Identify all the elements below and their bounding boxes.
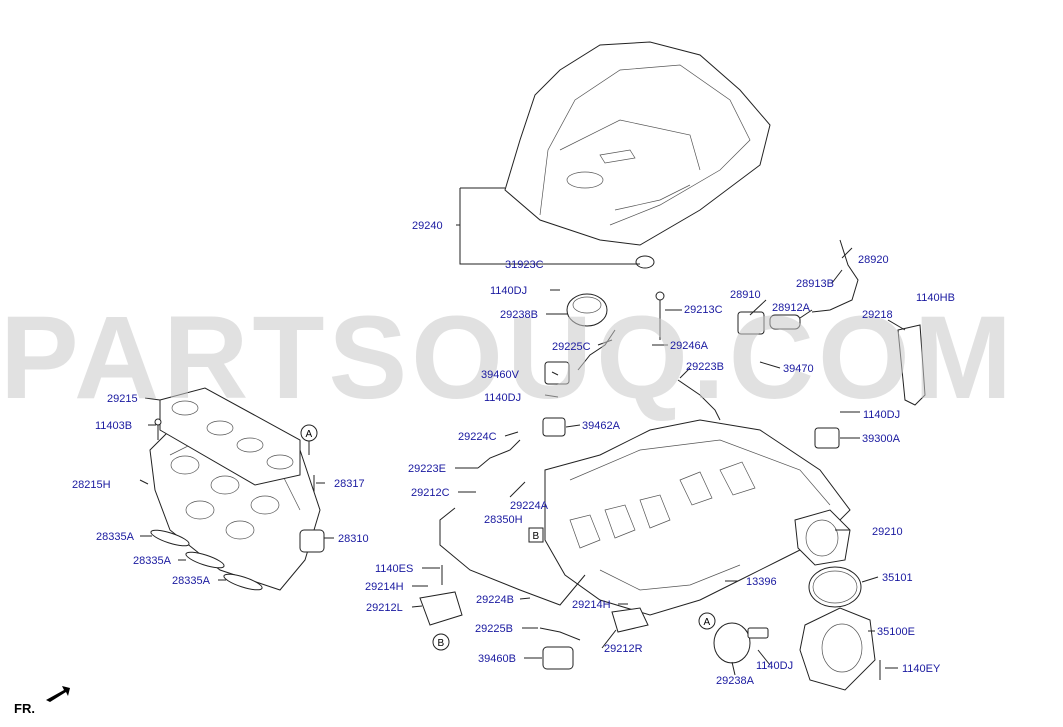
part-label[interactable]: 28913B (796, 278, 834, 290)
o-ring (808, 566, 862, 608)
direction-label: FR. (14, 701, 35, 716)
part-label[interactable]: 28335A (133, 555, 172, 567)
part-label[interactable]: 29246A (670, 340, 709, 352)
part-label[interactable]: 29213C (684, 304, 723, 316)
leader-lines (139, 187, 906, 676)
part-label[interactable]: 1140ES (375, 563, 413, 575)
part-label[interactable]: 31923C (505, 259, 544, 271)
ref-marker-a1: A (306, 429, 313, 440)
part-label[interactable]: 28317 (334, 478, 365, 490)
solenoid-valve-39460b (542, 646, 574, 670)
part-label[interactable]: 1140HB (916, 292, 955, 304)
reference-markers: A B B A (300, 424, 716, 651)
actuator-29238a (713, 622, 769, 664)
part-label[interactable]: 28215H (72, 479, 111, 491)
part-label[interactable]: 29212C (411, 487, 450, 499)
part-label[interactable]: 35101 (882, 572, 913, 584)
part-label[interactable]: 29210 (872, 526, 903, 538)
part-label[interactable]: 1140DJ (490, 285, 527, 297)
part-label[interactable]: 11403B (95, 420, 132, 432)
manifold-gasket (159, 387, 301, 486)
part-label[interactable]: 29225B (475, 623, 513, 635)
solenoid-valve-39460v (544, 361, 570, 385)
part-label[interactable]: 13396 (746, 576, 777, 588)
front-arrow-icon (46, 686, 70, 702)
part-label[interactable]: 29224C (458, 431, 497, 443)
part-label[interactable]: 28310 (338, 533, 369, 545)
part-label[interactable]: 39460V (481, 369, 520, 381)
part-labels: 29240 31923C 1140DJ 29238B 29213C 28910 … (72, 220, 955, 687)
vacuum-actuator-29238b (566, 293, 608, 327)
throttle-gasket (794, 509, 851, 566)
part-label[interactable]: 29224B (476, 594, 514, 606)
part-label[interactable]: 29223B (686, 361, 724, 373)
ref-marker-b2: B (438, 638, 445, 649)
part-label[interactable]: 28910 (730, 289, 761, 301)
part-label[interactable]: 28920 (858, 254, 889, 266)
part-label[interactable]: 1140DJ (863, 409, 900, 421)
part-label[interactable]: 29238A (716, 675, 755, 687)
watermark: PARTSOUQ.COM (0, 292, 1016, 424)
bolts (154, 291, 881, 680)
sensor-39462a (542, 417, 566, 437)
part-label[interactable]: 29238B (500, 309, 538, 321)
part-label[interactable]: 29218 (862, 309, 893, 321)
sensor-39300a (814, 427, 840, 449)
bracket-29218 (897, 324, 926, 406)
ref-circle-b2 (432, 633, 450, 651)
throttle-body (799, 607, 876, 691)
part-label[interactable]: 28912A (772, 302, 811, 314)
part-label[interactable]: 29215 (107, 393, 138, 405)
part-label[interactable]: 39460B (478, 653, 516, 665)
part-label[interactable]: 29223E (408, 463, 446, 475)
engine-cover (504, 41, 771, 246)
hoses (439, 239, 859, 641)
part-label[interactable]: 29212L (366, 602, 403, 614)
part-label[interactable]: 29214H (572, 599, 611, 611)
part-label[interactable]: 1140DJ (756, 660, 793, 672)
part-label[interactable]: 39462A (582, 420, 621, 432)
part-label[interactable]: 29212R (604, 643, 643, 655)
part-label[interactable]: 29240 (412, 220, 443, 232)
part-label[interactable]: 39300A (862, 433, 901, 445)
part-label[interactable]: 29214H (365, 581, 404, 593)
ref-marker-a2: A (704, 617, 711, 628)
part-label[interactable]: 1140EY (902, 663, 941, 675)
part-label[interactable]: 1140DJ (484, 392, 521, 404)
part-label[interactable]: 29224A (510, 500, 549, 512)
part-label[interactable]: 28350H (484, 514, 523, 526)
part-label[interactable]: 35100E (877, 626, 915, 638)
front-direction-indicator: FR. (14, 686, 70, 716)
ref-box-b1 (528, 527, 544, 543)
brackets-29212 (419, 591, 649, 633)
part-label[interactable]: 39470 (783, 363, 814, 375)
ref-marker-b1: B (533, 531, 540, 542)
part-label[interactable]: 28335A (172, 575, 211, 587)
part-label[interactable]: 28335A (96, 531, 135, 543)
solenoid-valve-28910 (737, 311, 801, 335)
port-gaskets (150, 529, 263, 591)
grommet (635, 255, 655, 269)
part-label[interactable]: 29225C (552, 341, 591, 353)
ref-circle-a2 (698, 612, 716, 630)
